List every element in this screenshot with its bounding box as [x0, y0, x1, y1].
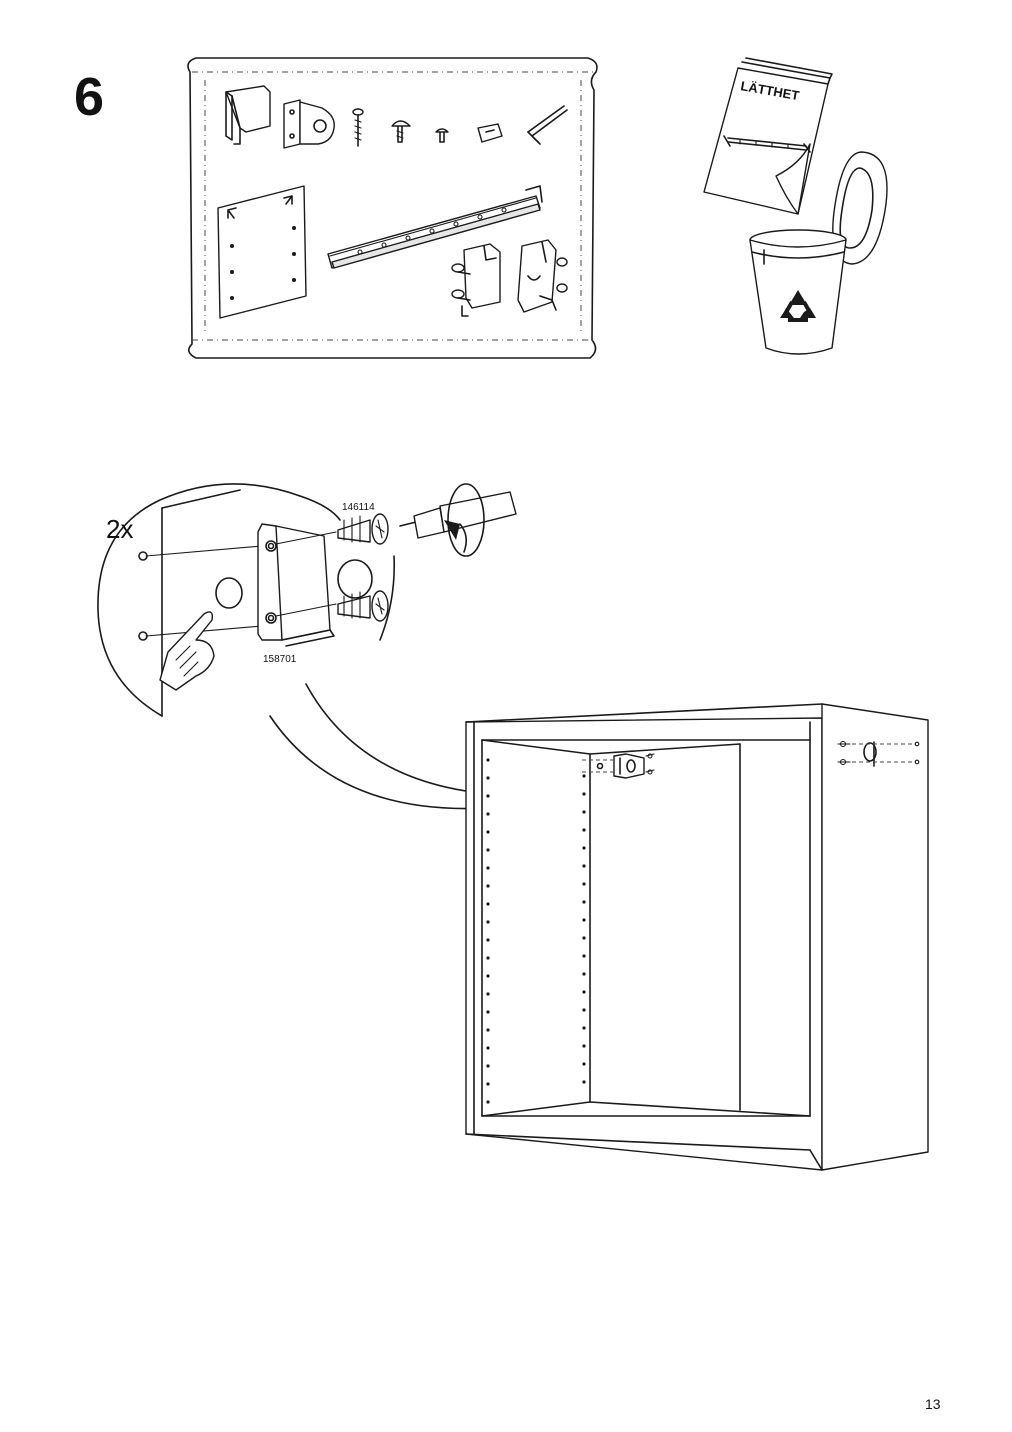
manual-rail-thumbnail	[723, 135, 811, 153]
shelf-pin-holes-back	[582, 774, 586, 1084]
short-screw-part-icon	[391, 120, 411, 143]
page-number: 13	[925, 1396, 941, 1412]
cam-hole	[215, 559, 373, 609]
long-screw-part-icon	[352, 108, 364, 147]
recycle-bin	[749, 151, 888, 355]
detail-callout: 2x	[97, 483, 601, 810]
hand-icon	[159, 611, 215, 691]
hinge-clip-part-icon	[451, 243, 501, 317]
recycle-icon	[780, 290, 816, 322]
allen-key-part-icon	[527, 105, 568, 145]
step-number: 6	[74, 67, 105, 127]
screw-top	[337, 513, 389, 545]
screw-bottom	[337, 590, 389, 622]
cabinet-bracket-mount	[582, 753, 655, 779]
bracket-part-icon	[225, 85, 271, 145]
cam-part-icon	[477, 123, 503, 143]
bracket-code: 158701	[263, 654, 297, 665]
manual-booklet: LÄTTHET	[703, 57, 833, 215]
quantity-label: 2x	[106, 514, 133, 544]
screwdriver-icon	[399, 483, 517, 557]
mounting-plate-part-icon	[283, 99, 335, 149]
detail-bracket	[257, 523, 335, 647]
small-screw-part-icon	[435, 128, 449, 143]
hinge-part-icon	[517, 239, 568, 313]
panel-part-icon	[217, 185, 307, 319]
screw-code: 146114	[342, 502, 375, 513]
shelf-pin-holes-left	[486, 758, 490, 1104]
cabinet	[465, 703, 929, 1171]
parts-bag	[187, 57, 598, 359]
side-panel-holes	[837, 740, 920, 767]
rail-part-icon	[327, 185, 543, 269]
